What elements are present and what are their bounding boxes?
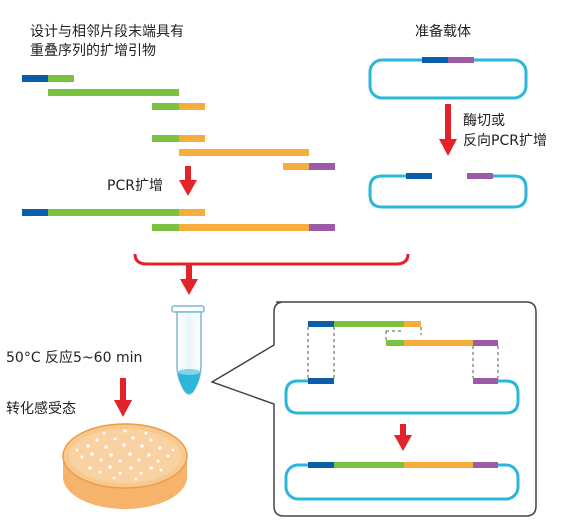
petri-dish (62, 423, 188, 509)
bacterial-colonies (75, 429, 175, 481)
callout-orange-segment (404, 340, 473, 346)
product-orange-segment (179, 209, 205, 216)
callout-green-segment (334, 321, 404, 327)
reaction-tube (171, 305, 205, 395)
fragment-orange-segment (283, 163, 309, 170)
primer-design-label-line2: 重叠序列的扩增引物 (30, 43, 156, 59)
fragment-green-segment (152, 135, 179, 142)
vector-plasmid (368, 57, 528, 100)
pcr-arrow (179, 166, 197, 196)
merge-bracket (133, 253, 410, 295)
reaction-condition-label: 50°C 反应5~60 min (6, 349, 142, 366)
fragment-green-segment (48, 75, 74, 82)
fragment-green-segment (48, 89, 179, 96)
product-blue-segment (22, 209, 48, 216)
digest-arrow (439, 104, 457, 156)
digest-label-line1: 酶切或 (463, 113, 505, 129)
fragment-orange-segment (179, 149, 309, 156)
pcr-products (22, 209, 335, 231)
linearized-vector (368, 173, 528, 209)
product-green-segment (152, 224, 179, 231)
primer-design-label-line1: 设计与相邻片段末端具有 (30, 24, 184, 40)
fragment-orange-segment (179, 135, 205, 142)
callout-orange-segment (404, 321, 421, 327)
callout-vector-open (284, 379, 520, 415)
callout-blue-segment (308, 321, 334, 327)
prepare-vector-label: 准备载体 (415, 23, 471, 40)
product-green-segment (48, 209, 179, 216)
product-orange-segment (179, 224, 309, 231)
callout-green-segment (386, 340, 404, 346)
transform-arrow (114, 378, 132, 417)
callout-purple-segment (473, 340, 498, 346)
product-purple-segment (309, 224, 335, 231)
digest-label-line2: 反向PCR扩增 (463, 133, 547, 149)
assembly-detail-callout (210, 301, 537, 517)
primer-fragments (22, 75, 335, 170)
fragment-purple-segment (309, 163, 335, 170)
fragment-orange-segment (179, 103, 205, 110)
pcr-amplify-label: PCR扩增 (107, 178, 163, 194)
fragment-blue-segment (22, 75, 48, 82)
fragment-green-segment (152, 103, 179, 110)
transform-label: 转化感受态 (6, 400, 76, 417)
